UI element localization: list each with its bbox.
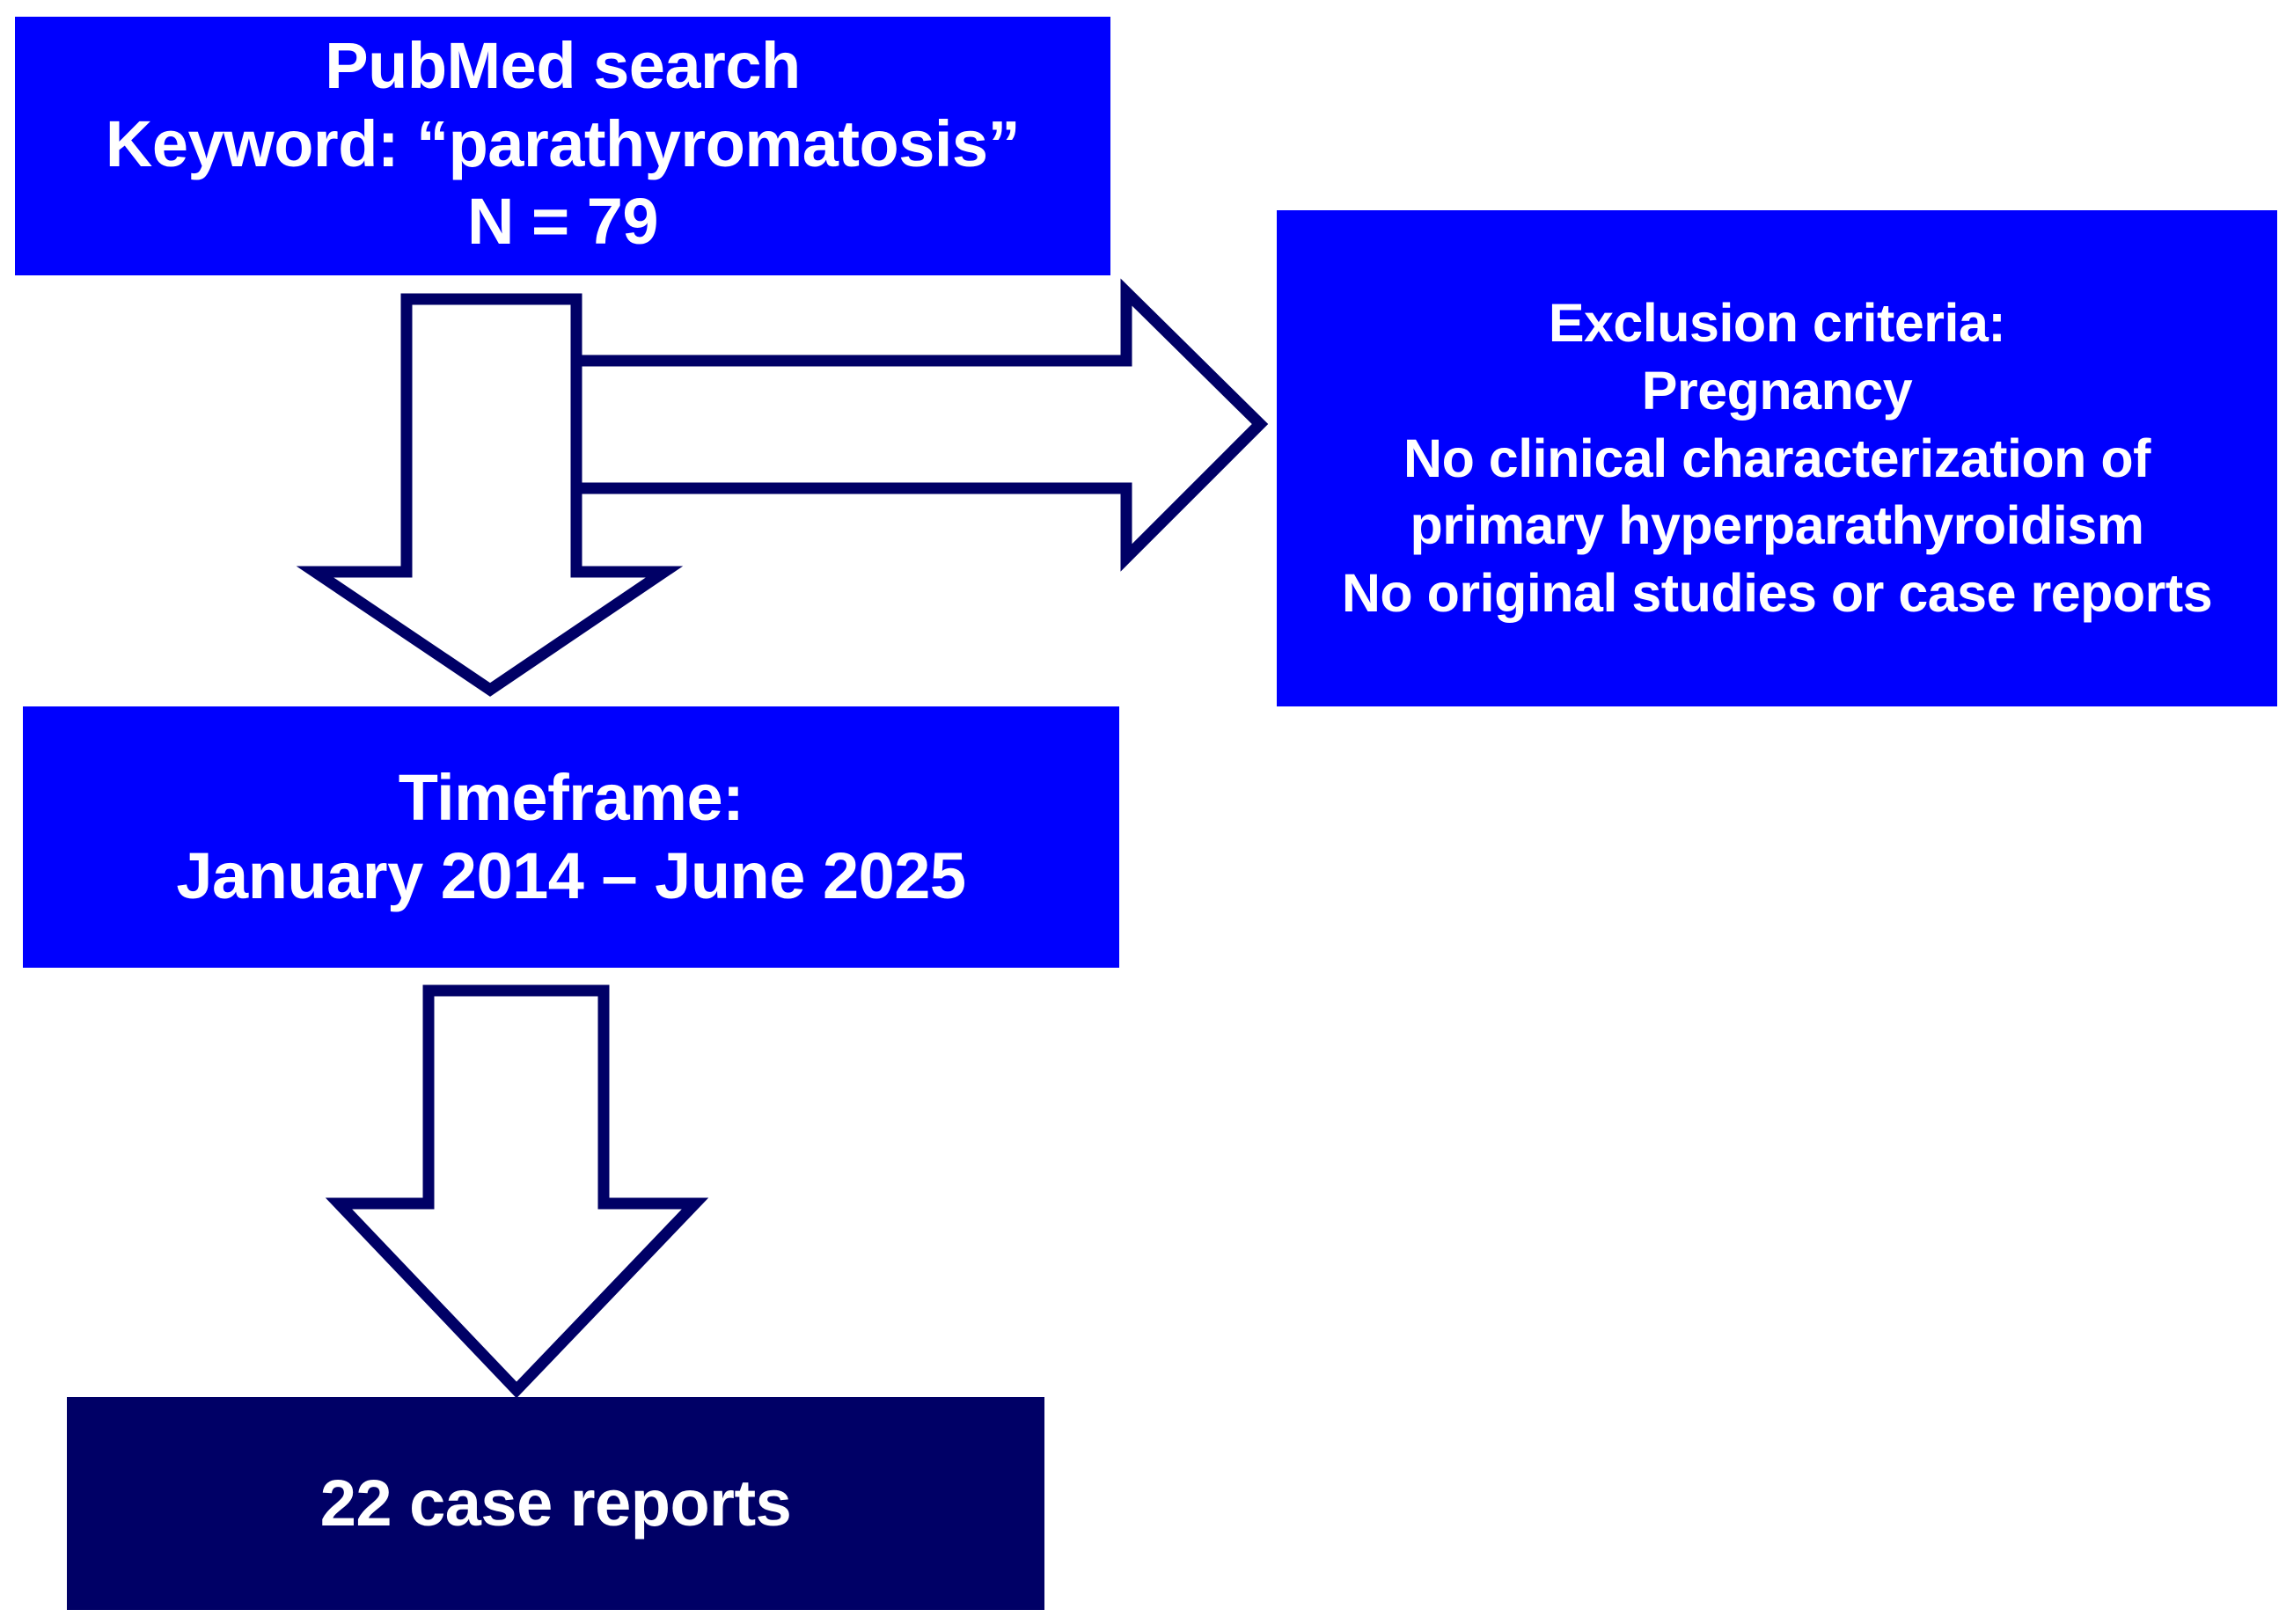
exclusion-item-2a: No clinical characterization of: [1403, 428, 2150, 488]
exclusion-item-3: No original studies or case reports: [1341, 563, 2213, 624]
exclusion-item-2b: primary hyperparathyroidism: [1410, 495, 2144, 556]
pubmed-count: N = 79: [466, 185, 659, 259]
pubmed-line-1: PubMed search: [325, 28, 801, 102]
pubmed-line-2: Keyword: “parathyromatosis”: [105, 106, 1021, 180]
node-timeframe: Timeframe: January 2014 – June 2025: [23, 706, 1119, 968]
down-arrow-pubmed-to-timeframe: [296, 293, 684, 697]
timeframe-range: January 2014 – June 2025: [176, 838, 966, 912]
node-included-case-reports: 22 case reports: [67, 1397, 1044, 1610]
node-exclusion-criteria: Exclusion criteria: Pregnancy No clinica…: [1277, 210, 2277, 706]
down-arrow-timeframe-to-result: [325, 984, 709, 1399]
exclusion-item-1: Pregnancy: [1641, 360, 1913, 421]
result-count-label: 22 case reports: [319, 1466, 792, 1540]
node-pubmed-search: PubMed search Keyword: “parathyromatosis…: [15, 17, 1110, 275]
timeframe-heading: Timeframe:: [398, 760, 744, 834]
exclusion-heading: Exclusion criteria:: [1548, 292, 2006, 353]
right-arrow-pubmed-to-exclusion: [518, 278, 1269, 572]
